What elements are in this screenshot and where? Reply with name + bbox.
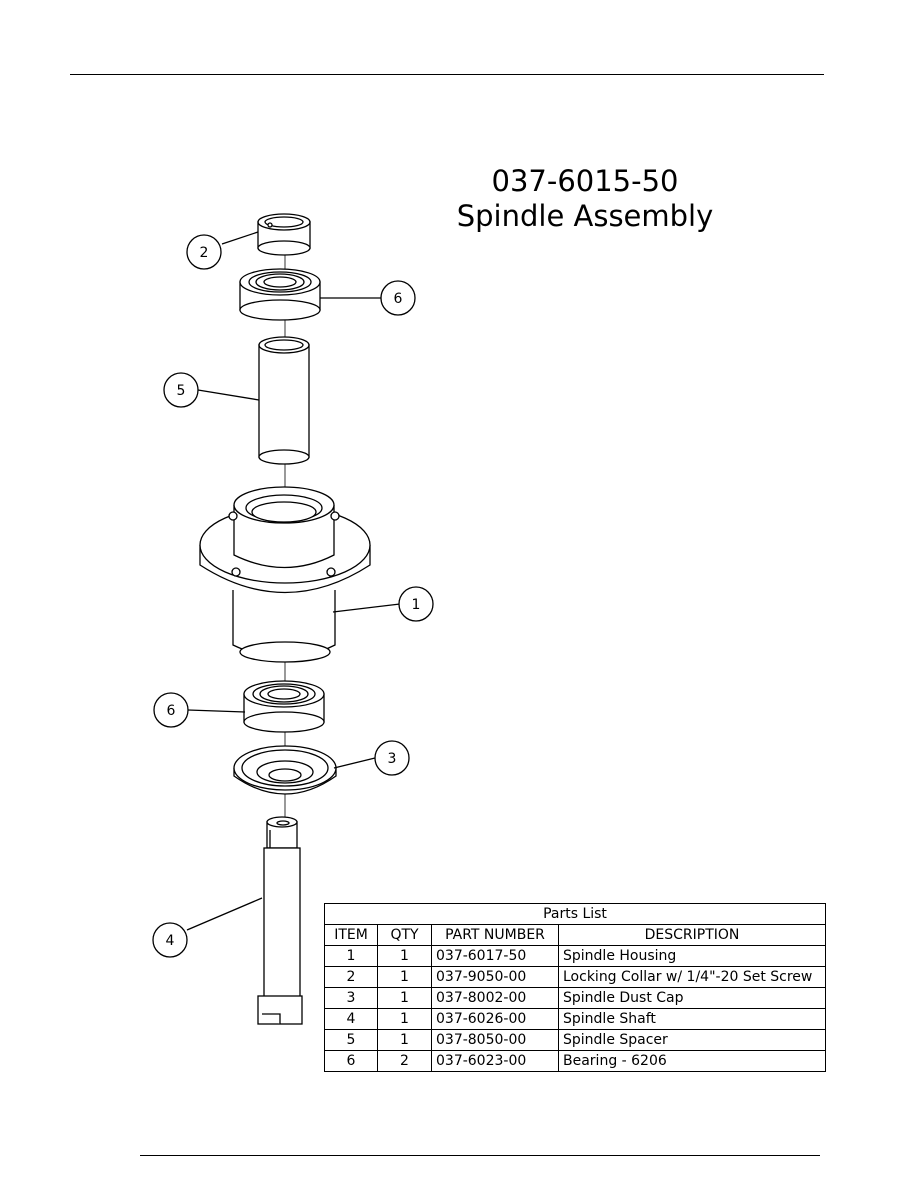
- column-header-description: DESCRIPTION: [558, 924, 826, 946]
- table-row: 5 1 037-8050-00 Spindle Spacer: [324, 1029, 826, 1051]
- dust-cap-part: [233, 745, 337, 795]
- balloon-2-label: 2: [200, 245, 209, 261]
- leader-lines: [186, 231, 401, 931]
- part-number-title: 037-6015-50: [491, 164, 679, 198]
- qty-cell: 1: [377, 1008, 432, 1030]
- bottom-rule: [140, 1155, 820, 1156]
- item-cell: 5: [324, 1029, 378, 1051]
- table-row: 6 2 037-6023-00 Bearing - 6206: [324, 1050, 826, 1072]
- column-header-item: ITEM: [324, 924, 378, 946]
- part-number-cell: 037-9050-00: [431, 966, 559, 988]
- item-cell: 2: [324, 966, 378, 988]
- qty-cell: 2: [377, 1050, 432, 1072]
- balloon-1-label: 1: [412, 597, 421, 613]
- top-rule: [70, 74, 824, 75]
- column-header-part-number: PART NUMBER: [431, 924, 559, 946]
- spindle-housing-part: [199, 486, 371, 663]
- balloon-2-circle: [186, 234, 222, 270]
- parts-list-header-row: ITEM QTY PART NUMBER DESCRIPTION: [324, 924, 826, 946]
- description-cell: Spindle Shaft: [558, 1008, 826, 1030]
- description-cell: Bearing - 6206: [558, 1050, 826, 1072]
- description-cell: Spindle Dust Cap: [558, 987, 826, 1009]
- description-cell: Spindle Housing: [558, 945, 826, 967]
- item-cell: 3: [324, 987, 378, 1009]
- balloon-6-top-label: 6: [394, 291, 403, 307]
- qty-cell: 1: [377, 966, 432, 988]
- spindle-shaft-part: [257, 816, 303, 1025]
- part-number-cell: 037-6026-00: [431, 1008, 559, 1030]
- part-number-cell: 037-6017-50: [431, 945, 559, 967]
- assembly-name-title: Spindle Assembly: [456, 199, 714, 233]
- description-cell: Spindle Spacer: [558, 1029, 826, 1051]
- item-cell: 1: [324, 945, 378, 967]
- lower-bearing-part: [243, 680, 325, 733]
- page-title: 037-6015-50 Spindle Assembly: [450, 164, 720, 234]
- locking-collar-part: [257, 213, 311, 256]
- upper-bearing-part: [239, 268, 321, 321]
- balloon-5-label: 5: [177, 383, 186, 399]
- item-cell: 6: [324, 1050, 378, 1072]
- parts-list-caption-row: Parts List: [324, 903, 826, 925]
- qty-cell: 1: [377, 987, 432, 1009]
- table-row: 2 1 037-9050-00 Locking Collar w/ 1/4"-2…: [324, 966, 826, 988]
- qty-cell: 1: [377, 1029, 432, 1051]
- balloon-6-top-circle: [380, 280, 416, 316]
- column-header-qty: QTY: [377, 924, 432, 946]
- part-number-cell: 037-8002-00: [431, 987, 559, 1009]
- description-cell: Locking Collar w/ 1/4"-20 Set Screw: [558, 966, 826, 988]
- table-row: 1 1 037-6017-50 Spindle Housing: [324, 945, 826, 967]
- qty-cell: 1: [377, 945, 432, 967]
- item-cell: 4: [324, 1008, 378, 1030]
- balloon-6-bottom-label: 6: [167, 703, 176, 719]
- balloon-3-circle: [374, 740, 410, 776]
- table-row: 4 1 037-6026-00 Spindle Shaft: [324, 1008, 826, 1030]
- part-number-cell: 037-8050-00: [431, 1029, 559, 1051]
- balloon-4-label: 4: [166, 933, 175, 949]
- balloon-6-bottom-circle: [153, 692, 189, 728]
- parts-list-table: Parts List ITEM QTY PART NUMBER DESCRIPT…: [324, 903, 826, 1072]
- table-row: 3 1 037-8002-00 Spindle Dust Cap: [324, 987, 826, 1009]
- balloon-4-circle: [152, 922, 188, 958]
- part-number-cell: 037-6023-00: [431, 1050, 559, 1072]
- balloon-5-circle: [163, 372, 199, 408]
- spindle-spacer-part: [258, 336, 310, 465]
- balloon-1-circle: [398, 586, 434, 622]
- parts-list-caption: Parts List: [324, 903, 826, 925]
- balloon-3-label: 3: [388, 751, 397, 767]
